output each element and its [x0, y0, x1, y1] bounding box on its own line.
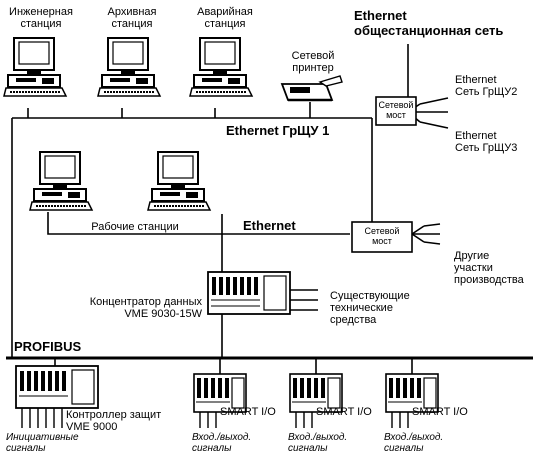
data-concentrator-label: Концентратор данных VME 9030-15W — [89, 296, 202, 320]
bridge-1-label: Сетевой мост — [378, 100, 414, 120]
io-signals-label-1: Вход./выход. сигналы — [192, 432, 252, 454]
initiative-signals-label: Инициативные сигналы — [6, 432, 79, 454]
archive-station-label: Архивная станция — [107, 6, 157, 30]
network-bridge-1 — [375, 96, 417, 126]
engineering-station-icon — [3, 37, 67, 97]
engineering-station-label: Инженерная станция — [9, 6, 73, 30]
station-network-label: Ethernet общестанционная сеть — [354, 8, 504, 38]
network-bridge-2 — [351, 221, 413, 253]
other-sites-label: Другие участки производства — [454, 250, 524, 286]
protection-controller-label: Контроллер защит VME 9000 — [66, 409, 162, 433]
emergency-station-icon — [189, 37, 253, 97]
smart-io-label-3: SMART I/O — [412, 406, 468, 418]
io-signal-lines — [199, 412, 409, 428]
profibus-label: PROFIBUS — [14, 339, 82, 354]
existing-means-label: Существующие технические средства — [330, 290, 410, 326]
smart-io-label-2: SMART I/O — [316, 406, 372, 418]
ethernet-grshu3-label: Ethernet Сеть ГрЩУ3 — [455, 130, 518, 154]
io-signals-label-3: Вход./выход. сигналы — [384, 432, 444, 454]
bridge-2-label: Сетевой мост — [364, 226, 400, 246]
archive-station-icon — [97, 37, 161, 97]
ethernet-label: Ethernet — [243, 218, 296, 233]
ethernet-grshu2-label: Ethernet Сеть ГрЩУ2 — [455, 74, 518, 98]
workstations-label: Рабочие станции — [91, 221, 179, 233]
network-lines — [6, 44, 533, 374]
network-printer-label: Сетевой принтер — [291, 50, 335, 74]
io-signals-label-2: Вход./выход. сигналы — [288, 432, 348, 454]
workstation-1-icon — [29, 151, 93, 211]
network-printer-icon — [280, 75, 343, 102]
smart-io-label-1: SMART I/O — [220, 406, 276, 418]
emergency-station-label: Аварийная станция — [197, 6, 253, 30]
workstation-2-icon — [147, 151, 211, 211]
data-concentrator-icon — [207, 271, 291, 315]
controller-signal-lines — [21, 408, 63, 428]
ethernet-grshu1-label: Ethernet ГрЩУ 1 — [226, 123, 330, 138]
protection-controller-icon — [15, 365, 99, 409]
